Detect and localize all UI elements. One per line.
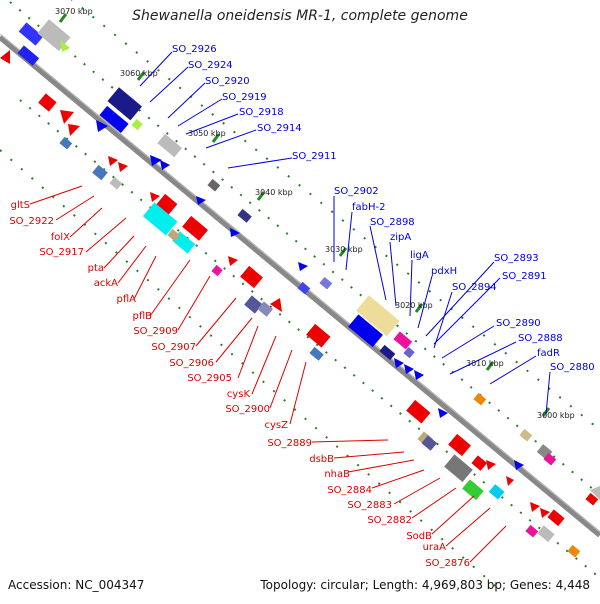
gene-label: SO_2924	[188, 60, 233, 71]
forward-leader-lines	[139, 51, 551, 415]
reverse-genes	[0, 50, 599, 558]
gene-label: SO_2882	[367, 515, 412, 526]
kbp-label: 3010 kbp	[466, 359, 504, 368]
gene-label: SO_2909	[133, 326, 178, 337]
gene-label: pdxH	[431, 266, 457, 277]
kbp-labels: 3070 kbp 3060 kbp 3050 kbp 3040 kbp 3030…	[55, 7, 575, 420]
gene-label: SO_2898	[370, 217, 415, 228]
forward-gene-labels: SO_2926 SO_2924 SO_2920 SO_2919 SO_2918 …	[172, 44, 595, 373]
topology-text: Topology: circular; Length: 4,969,803 bp…	[260, 578, 590, 592]
gene-label: SO_2911	[292, 151, 337, 162]
gene-label: SO_2919	[222, 92, 267, 103]
gene-label: SO_2922	[9, 216, 54, 227]
kbp-label: 3040 kbp	[255, 188, 293, 197]
reverse-gene-labels: gltS SO_2922 folX SO_2917 pta ackA pflA …	[9, 200, 470, 569]
gene-label: cysZ	[265, 420, 289, 431]
kbp-label: 3070 kbp	[55, 7, 93, 16]
gene-label: zipA	[390, 232, 411, 243]
gene-label: dsbB	[309, 454, 334, 465]
gene-label: SO_2893	[494, 253, 539, 264]
gene-label: SO_2894	[452, 282, 497, 293]
gene-label: SO_2920	[205, 76, 250, 87]
gene-label: fabH-2	[352, 202, 386, 213]
forward-genes	[17, 19, 600, 500]
gene-label: SO_2900	[225, 404, 270, 415]
gene-label: fadR	[537, 348, 560, 359]
gene-label: pflB	[132, 311, 152, 322]
gene-label: SO_2926	[172, 44, 217, 55]
gene-label: gltS	[11, 200, 30, 211]
gene-label: SO_2880	[550, 362, 595, 373]
gene-label: ackA	[94, 278, 118, 289]
kbp-label: 3050 kbp	[188, 129, 226, 138]
gene-label: pflA	[117, 294, 137, 305]
gene-label: uraA	[423, 542, 447, 553]
gene-label: SO_2905	[187, 373, 232, 384]
gene-label: SO_2876	[425, 558, 470, 569]
kbp-label: 3060 kbp	[120, 69, 158, 78]
gene-label: folX	[51, 232, 70, 243]
gene-label: SO_2918	[239, 107, 284, 118]
gene-label: SodB	[406, 531, 432, 542]
gene-label: ligA	[410, 250, 429, 261]
kbp-label: 3030 kbp	[325, 245, 363, 254]
gene-label: nhaB	[324, 469, 350, 480]
gene-label: pta	[88, 263, 104, 274]
gene-label: SO_2888	[518, 333, 563, 344]
accession-text: Accession: NC_004347	[8, 578, 145, 592]
gene-label: SO_2884	[327, 485, 372, 496]
gene-label: SO_2891	[502, 271, 547, 282]
reverse-leader-lines	[29, 185, 507, 563]
track-dots	[0, 0, 600, 591]
gene-label: SO_2914	[257, 123, 302, 134]
gene-label: cysK	[227, 389, 251, 400]
gene-label: SO_2902	[334, 186, 379, 197]
kbp-label: 3020 kbp	[395, 301, 433, 310]
gene-label: SO_2883	[347, 500, 392, 511]
gene-label: SO_2889	[267, 438, 312, 449]
kbp-label: 3000 kbp	[537, 411, 575, 420]
map-title: Shewanella oneidensis MR-1, complete gen…	[132, 8, 468, 24]
gene-label: SO_2907	[151, 342, 196, 353]
gene-label: SO_2890	[496, 318, 541, 329]
gene-label: SO_2906	[169, 358, 214, 369]
gene-label: SO_2917	[39, 247, 84, 258]
